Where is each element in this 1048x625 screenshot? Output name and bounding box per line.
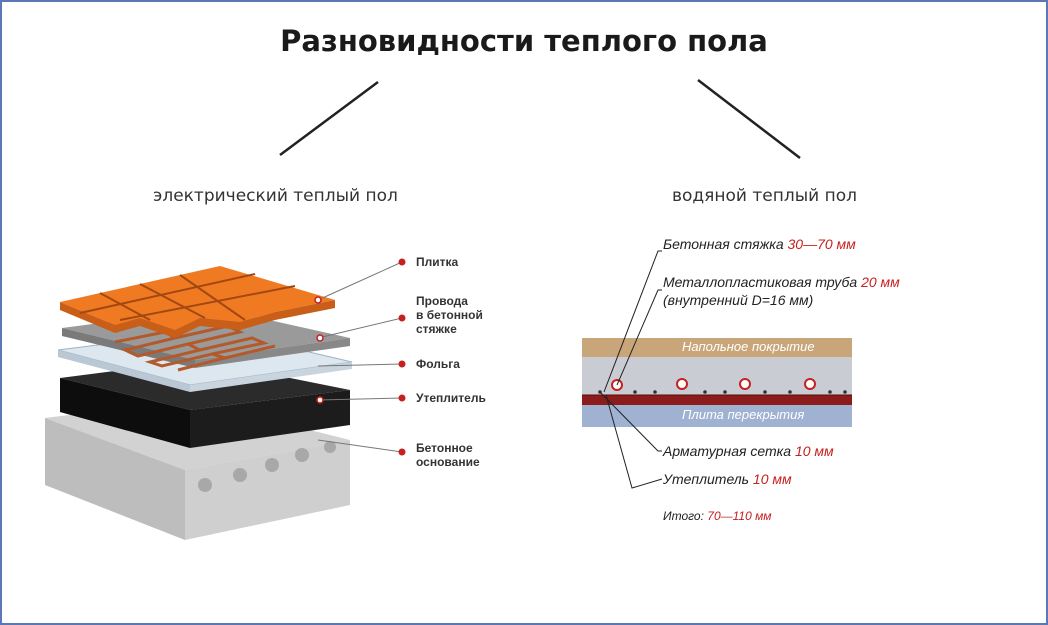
branch-line-left bbox=[279, 80, 379, 157]
label-tile: Плитка bbox=[416, 255, 459, 269]
label-total-value: 70—110 мм bbox=[707, 509, 772, 523]
label-insulation: Утеплитель bbox=[416, 391, 486, 405]
electric-marker-dots bbox=[314, 258, 406, 456]
label-mesh: Арматурная сетка 10 мм bbox=[663, 443, 834, 460]
label-pipe: Металлопластиковая труба 20 мм bbox=[663, 274, 900, 291]
label-water-insulation-text: Утеплитель bbox=[663, 471, 750, 487]
electric-leader-lines bbox=[317, 261, 403, 453]
label-base-line1: Бетонное bbox=[416, 441, 473, 455]
label-pipe-value: 20 мм bbox=[861, 274, 900, 290]
tile-layer bbox=[60, 266, 335, 338]
band-bottom-text: Плита перекрытия bbox=[682, 407, 805, 422]
label-wires-line1: Провода bbox=[416, 294, 468, 308]
label-water-insulation: Утеплитель 10 мм bbox=[663, 471, 792, 488]
water-section bbox=[582, 338, 852, 427]
branch-line-right bbox=[697, 79, 801, 159]
label-total: Итого: 70—110 мм bbox=[663, 508, 772, 525]
diagram-title: Разновидности теплого пола bbox=[280, 24, 768, 58]
label-base-line2: основание bbox=[416, 455, 480, 469]
label-foil: Фольга bbox=[416, 357, 460, 371]
label-base: Бетонное основание bbox=[416, 441, 480, 469]
label-wires: Провода в бетонной стяжке bbox=[416, 294, 483, 336]
label-screed-value: 30—70 мм bbox=[787, 236, 856, 252]
label-screed: Бетонная стяжка 30—70 мм bbox=[663, 236, 856, 253]
label-mesh-text: Арматурная сетка bbox=[663, 443, 792, 459]
water-heading: водяной теплый пол bbox=[672, 186, 857, 206]
band-top-text: Напольное покрытие bbox=[682, 339, 815, 354]
label-screed-text: Бетонная стяжка bbox=[663, 236, 784, 252]
label-wires-line3: стяжке bbox=[416, 322, 457, 336]
water-leader-lines bbox=[599, 250, 663, 489]
label-total-text: Итого: bbox=[663, 509, 704, 523]
label-wires-line2: в бетонной bbox=[416, 308, 483, 322]
label-water-insulation-value: 10 мм bbox=[752, 471, 792, 487]
label-pipe-note: (внутренний D=16 мм) bbox=[663, 292, 814, 308]
label-mesh-value: 10 мм bbox=[794, 443, 834, 459]
label-pipe-text: Металлопластиковая труба bbox=[663, 274, 858, 290]
electric-heading: электрический теплый пол bbox=[153, 186, 398, 206]
